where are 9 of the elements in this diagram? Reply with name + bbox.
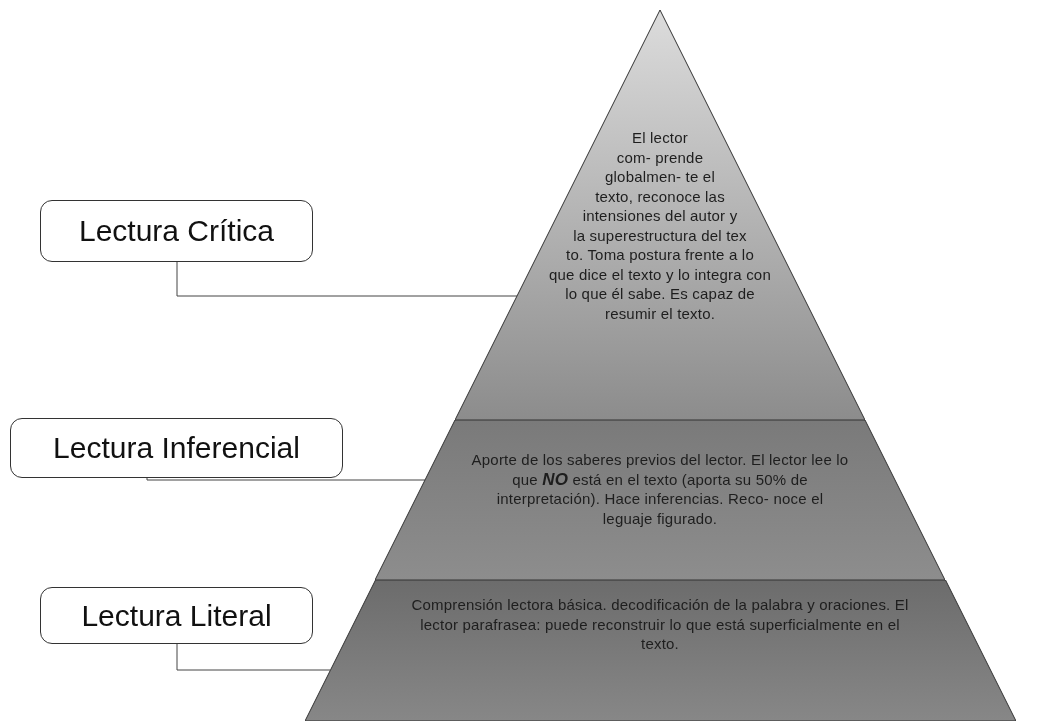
- tier-description: Aporte de los saberes previos del lector. El lector lee lo que NO está en el texto (aporta su 50% de interpretación). Hace inferencias. Reco- noce el leguaje figurado.: [470, 450, 850, 528]
- level-label: Lectura Crítica: [40, 200, 313, 262]
- tier-description: El lector com- prende globalmen- te el texto, reconoce las intensiones del autor y la superestructura del tex to. Toma postura frente a lo que dice el texto y lo integra con lo que él sabe. Es capaz de resumir el texto.: [548, 128, 772, 323]
- connector-line: [146, 477, 426, 481]
- tier-description: Comprensión lectora básica. decodificación de la palabra y oraciones. El lector parafrasea: puede reconstruir lo que está superficialmente en el texto.: [410, 595, 910, 654]
- connector-line: [176, 643, 331, 671]
- level-label: Lectura Literal: [40, 587, 313, 644]
- level-label: Lectura Inferencial: [10, 418, 343, 478]
- connector-line: [176, 261, 518, 297]
